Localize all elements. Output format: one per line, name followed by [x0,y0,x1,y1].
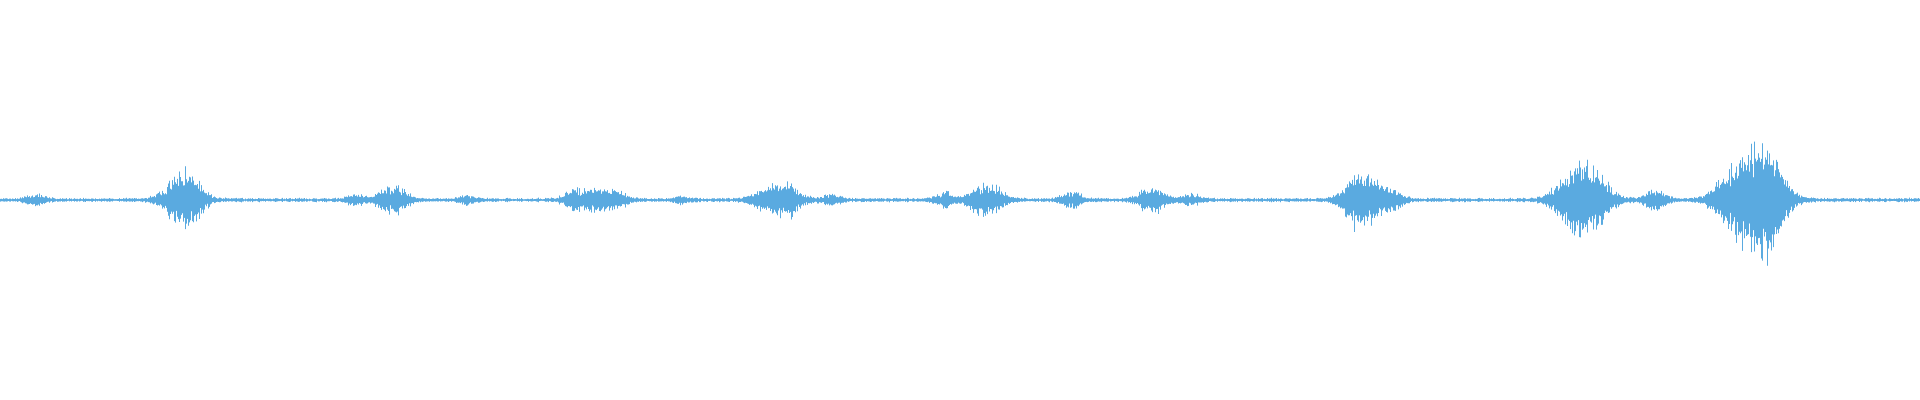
waveform-signal [0,141,1920,266]
